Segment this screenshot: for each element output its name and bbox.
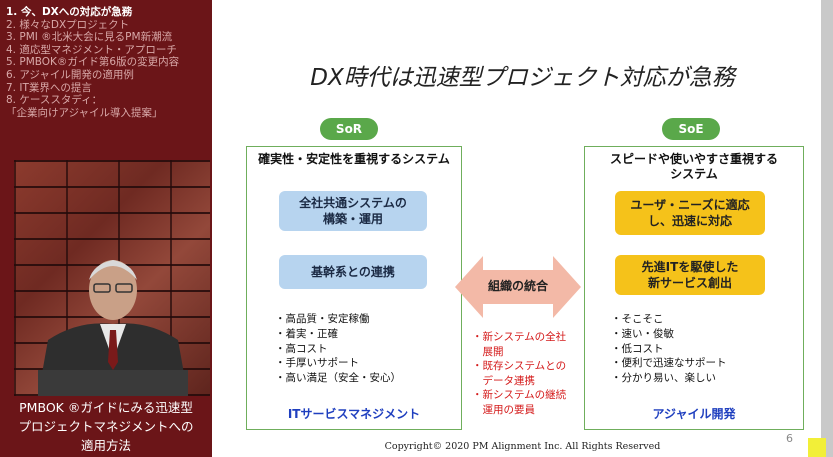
soe-bullet: ・速い・俊敏 [611,327,674,340]
soe-heading-line2: システム [670,167,718,181]
sor-pill: SoR [320,118,378,140]
agenda-item-6: 6. アジャイル開発の適用例 [6,68,134,81]
integration-label: 組織の統合 [487,279,548,293]
integration-note: 運用の要員 [472,403,535,416]
soe-box1-line1: ユーザ・ニーズに適応 [630,198,750,212]
soe-bullet: ・そこそこ [611,313,664,325]
soe-heading-line1: スピードや使いやすさ重視する [609,152,778,166]
soe-pill: SoE [662,118,720,140]
integration-note: 展開 [472,345,504,358]
slide-title: DX時代は迅速型プロジェクト対応が急務 [310,65,735,91]
soe-box1-line2: し、迅速に対応 [647,214,732,228]
sor-box-core-integration: 基幹系との連携 [279,255,427,289]
sor-panel: 確実性・安定性を重視するシステム 全社共通システムの 構築・運用 基幹系との連携… [246,146,462,430]
copyright-text: Copyright© 2020 PM Alignment Inc. All Ri… [384,441,661,452]
soe-box2-line1: 先進ITを駆使した [641,260,739,274]
soe-bullet: ・低コスト [611,342,664,355]
agenda-item-3: 3. PMI ®北米大会に見るPM新潮流 [6,31,173,44]
agenda-list: 1. 今、DXへの対応が急務 2. 様々なDXプロジェクト 3. PMI ®北米… [6,6,210,119]
sor-box1-line2: 構築・運用 [322,212,383,226]
sor-box1-line1: 全社共通システムの [299,196,407,210]
integration-note: ・新システムの継続 [472,389,567,401]
caption-line-1: PMBOK ®ガイドにみる迅速型 [19,400,193,415]
soe-bullets: ・そこそこ ・速い・俊敏 ・低コスト ・便利で迅速なサポート ・分かり易い、楽し… [611,312,727,386]
sor-box-company-system: 全社共通システムの 構築・運用 [279,191,427,231]
agenda-sidebar: 1. 今、DXへの対応が急務 2. 様々なDXプロジェクト 3. PMI ®北米… [0,0,212,457]
sor-bullet: ・高品質・安定稼働 [275,313,370,325]
soe-box-new-service: 先進ITを駆使した 新サービス創出 [615,255,765,295]
sor-bullet: ・高い満足（安全・安心） [275,372,401,385]
page-number: 6 [786,432,793,445]
caption-line-2: プロジェクトマネジメントへの [18,419,194,434]
caption-line-3: 適用方法 [80,438,131,453]
sor-bullet: ・手厚いサポート [275,357,359,370]
integration-note: データ連携 [472,374,535,387]
yellow-marker [808,438,826,457]
integration-note: ・既存システムとの [472,360,567,372]
soe-panel: スピードや使いやすさ重視する システム ユーザ・ニーズに適応 し、迅速に対応 先… [584,146,804,430]
integration-note: ・新システムの全社 [472,331,567,343]
presenter-video [14,160,210,396]
soe-footer-label: アジャイル開発 [652,407,736,421]
soe-box-user-needs: ユーザ・ニーズに適応 し、迅速に対応 [615,191,765,235]
agenda-item-2: 2. 様々なDXプロジェクト [6,18,130,31]
video-caption: PMBOK ®ガイドにみる迅速型 プロジェクトマネジメントへの 適用方法 [0,396,212,457]
sor-heading: 確実性・安定性を重視するシステム [258,152,450,166]
sor-footer-label: ITサービスマネジメント [287,407,421,421]
sor-bullet: ・高コスト [275,342,328,355]
agenda-item-7: 7. IT業界への提言 [6,81,92,94]
soe-box2-line2: 新サービス創出 [647,276,732,290]
sor-bullets: ・高品質・安定稼働 ・着実・正確 ・高コスト ・手厚いサポート ・高い満足（安全… [275,312,401,386]
sor-bullet: ・着実・正確 [275,327,338,340]
integration-arrow [455,256,581,318]
integration-notes: ・新システムの全社 展開 ・既存システムとの データ連携 ・新システムの継続 運… [472,330,566,417]
soe-bullet: ・分かり易い、楽しい [611,372,716,385]
sor-box2-label: 基幹系との連携 [311,265,395,279]
soe-bullet: ・便利で迅速なサポート [611,357,727,370]
agenda-item-5: 5. PMBOK®ガイド第6版の変更内容 [6,56,180,69]
agenda-item-1: 1. 今、DXへの対応が急務 [6,6,133,18]
agenda-item-8: 8. ケーススタディ： [6,94,103,107]
agenda-item-8-sub: 「企業向けアジャイル導入提案」 [6,106,163,119]
soe-heading: スピードや使いやすさ重視する システム [585,152,803,182]
presenter-figure [38,260,188,396]
agenda-item-4: 4. 適応型マネジメント・アプローチ [6,43,177,56]
